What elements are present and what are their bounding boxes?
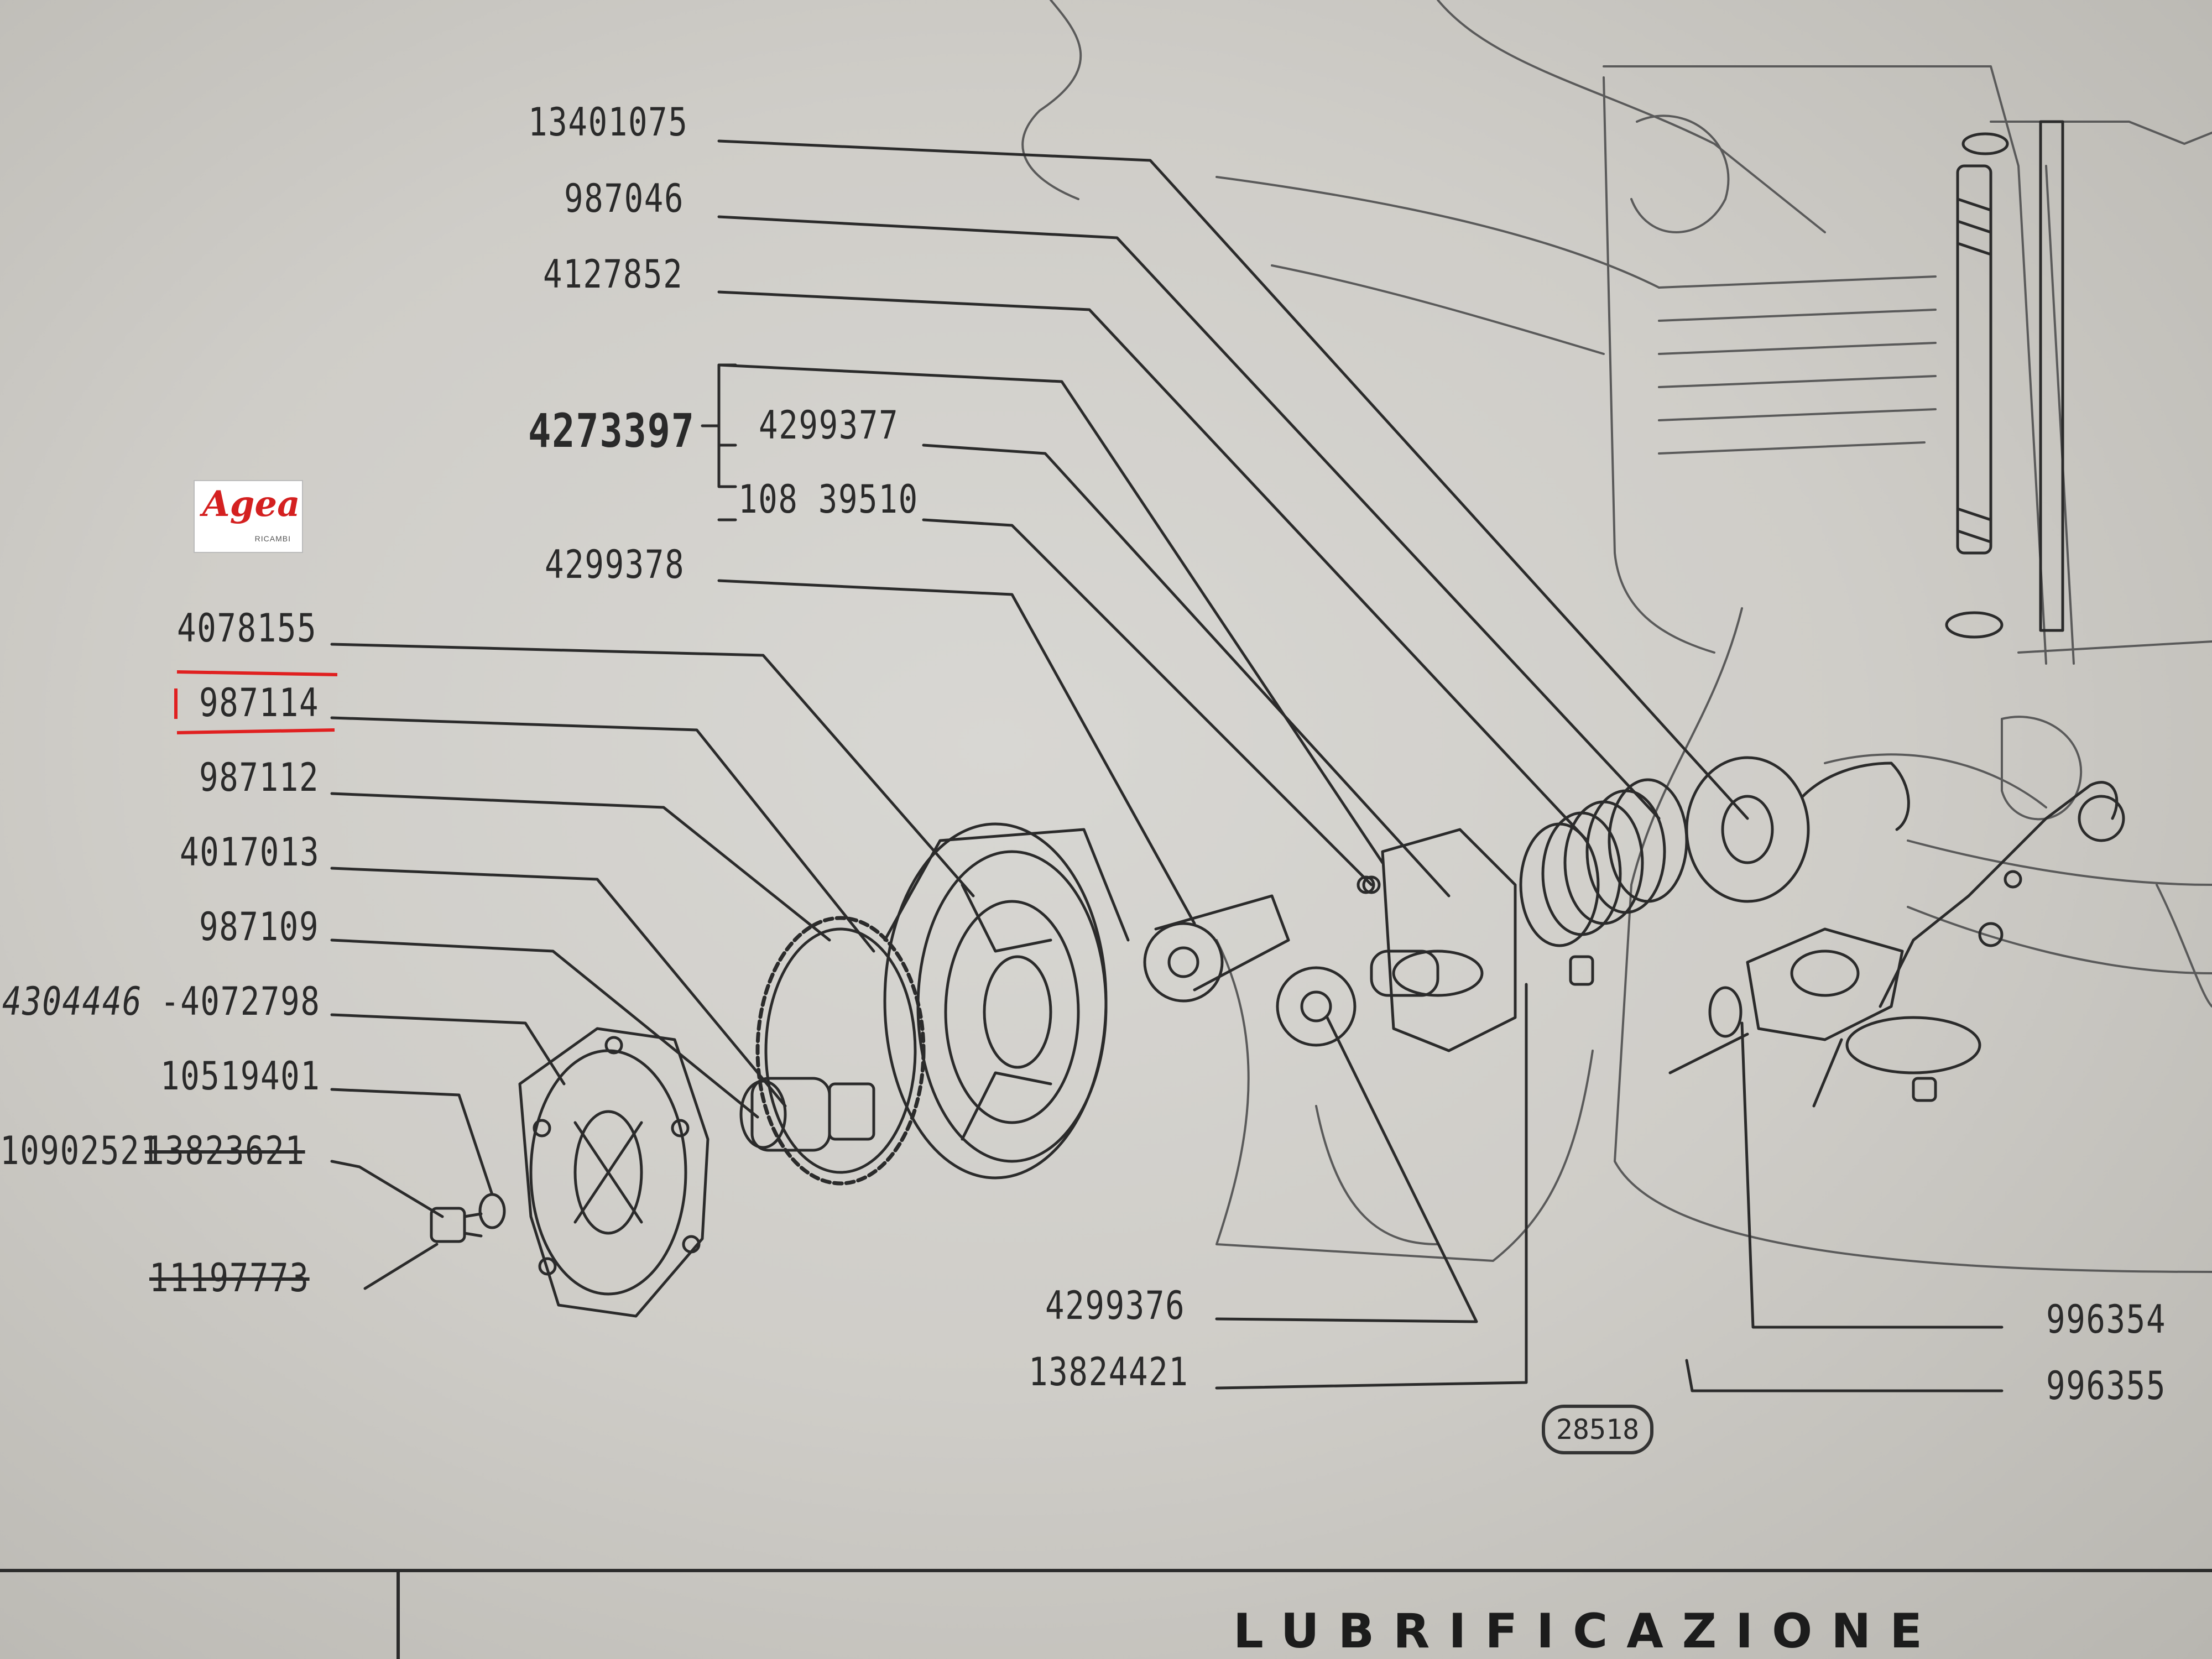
leader-lines (330, 139, 2004, 1392)
part-4078155: 4078155 (177, 606, 317, 651)
part-987112: 987112 (199, 755, 320, 800)
driven-gear (1276, 966, 1357, 1047)
part-10519401: 10519401 (160, 1053, 321, 1099)
part-4299378: 4299378 (545, 542, 685, 587)
part-987109: 987109 (199, 904, 320, 950)
small-studs (1362, 870, 2022, 1102)
part-4273397: 4273397 (528, 404, 695, 458)
part-13401075: 13401075 (528, 100, 688, 145)
part-996355: 996355 (2046, 1363, 2167, 1408)
engine-block-outline (1021, 0, 2212, 1273)
section-title: LUBRIFICAZIONE (1233, 1604, 1941, 1659)
agea-logo: Agea RICAMBI (194, 480, 303, 553)
part-4072798: -4072798 (160, 979, 321, 1024)
part-4304446: 4304446 (2, 979, 143, 1024)
part-11197773-struck: 11197773 (149, 1255, 310, 1301)
gasket-ring (755, 916, 926, 1186)
part-996354: 996354 (2046, 1297, 2167, 1342)
part-4017013: 4017013 (180, 830, 320, 875)
pump-body (1357, 828, 1517, 1052)
flange-bearing (1685, 756, 1910, 903)
part-987046: 987046 (564, 176, 685, 221)
part-13823621-struck: 13823621 (145, 1128, 305, 1173)
bolt-washer (430, 1193, 506, 1243)
pulley-drum (883, 822, 1130, 1180)
part-4299376: 4299376 (1045, 1283, 1186, 1328)
part-10839510: 108 39510 (738, 477, 919, 522)
pushrod-assembly (1945, 120, 2064, 639)
figure-reference: 28518 (1542, 1405, 1653, 1454)
part-4299377: 4299377 (759, 403, 899, 448)
logo-brand: Agea (202, 483, 300, 525)
part-13824421: 13824421 (1029, 1349, 1189, 1395)
part-10902521: 10902521 (0, 1128, 160, 1173)
filter-bracket (1668, 781, 2125, 1108)
highlight-marks (174, 670, 338, 734)
part-987114: 987114 (199, 680, 320, 726)
part-4127852: 4127852 (543, 252, 684, 297)
spring (1519, 778, 1688, 947)
cover-plate (518, 1027, 709, 1318)
logo-sub: RICAMBI (254, 534, 291, 543)
footer-frame (0, 1569, 2212, 1659)
drive-gear (1143, 894, 1290, 1003)
